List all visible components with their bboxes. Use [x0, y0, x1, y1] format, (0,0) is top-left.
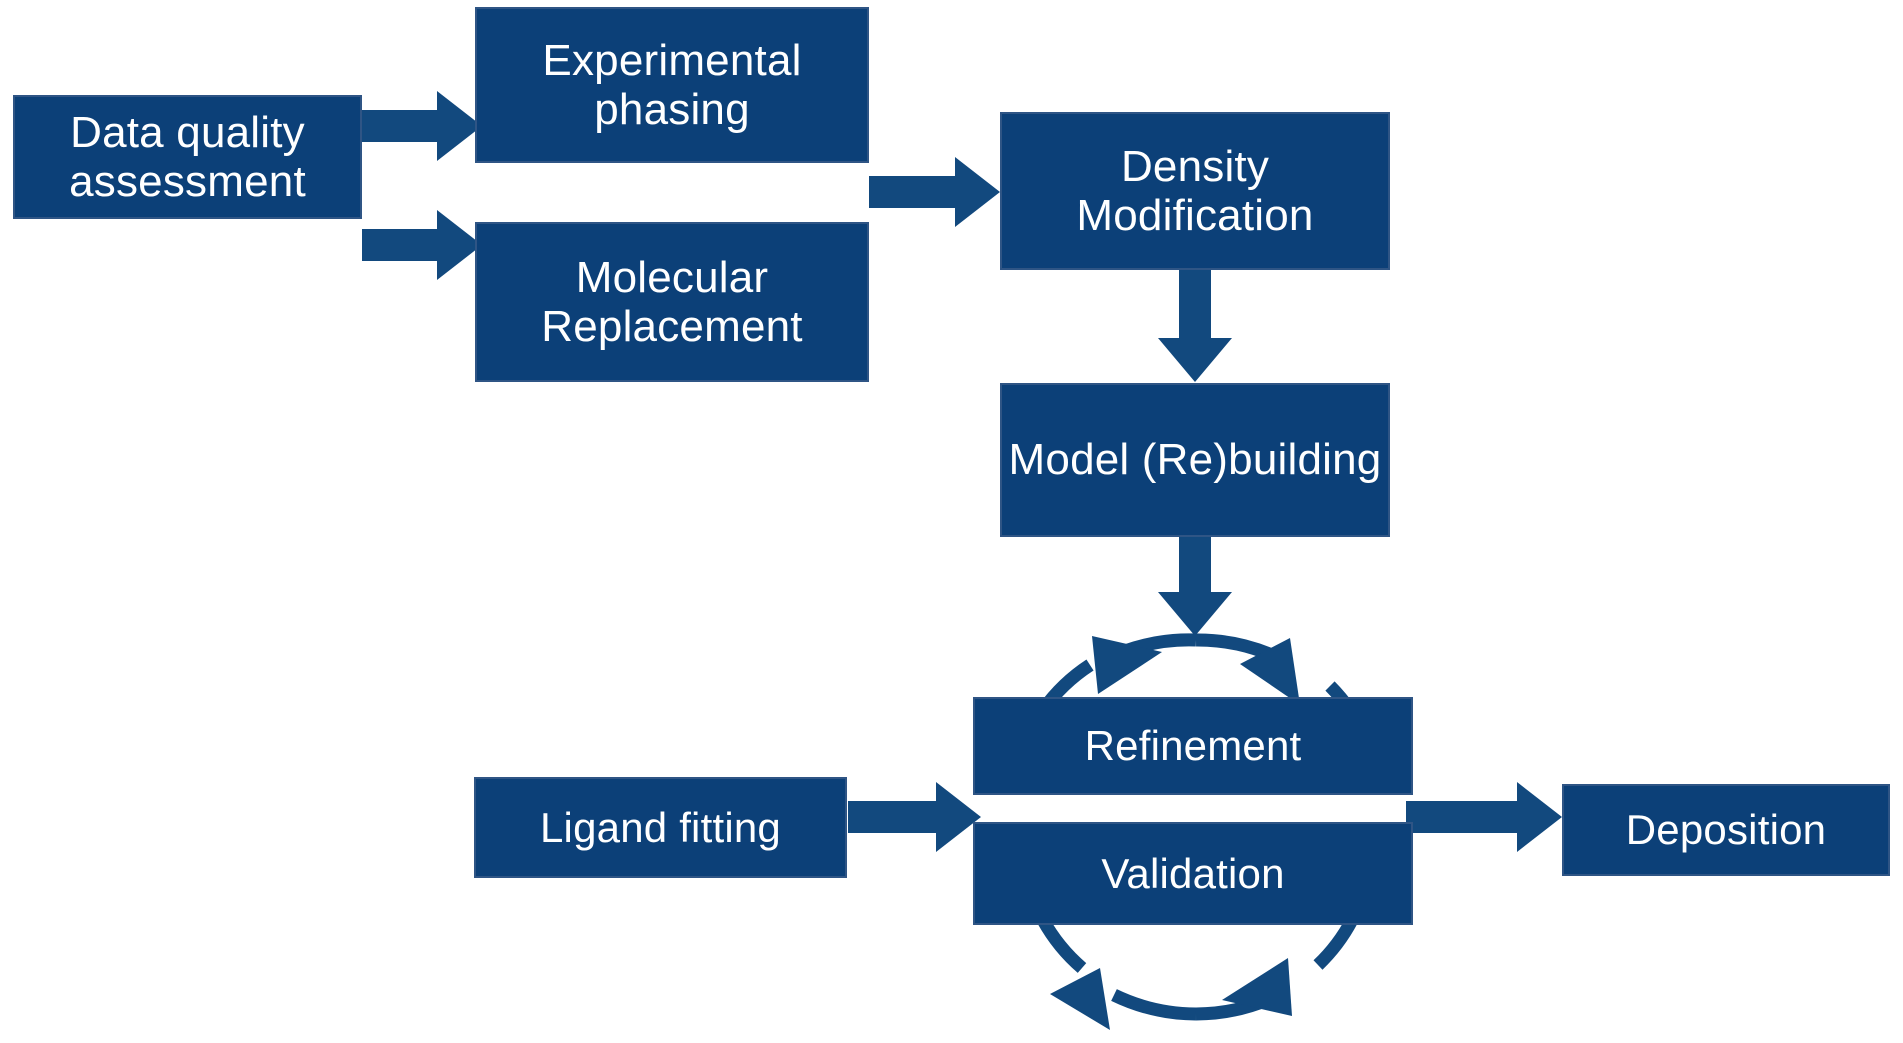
arrow-data-quality-to-molecular-replacement — [362, 210, 482, 280]
cycle-arrowhead-bottom-left — [1050, 968, 1110, 1030]
node-data-quality-assessment[interactable]: Data quality assessment — [13, 95, 362, 219]
arrow-data-quality-to-experimental-phasing — [362, 91, 482, 161]
node-label: Validation — [1101, 849, 1285, 897]
node-experimental-phasing[interactable]: Experimental phasing — [475, 7, 869, 163]
node-label: Refinement — [1084, 722, 1302, 770]
arrow-model-rebuilding-to-refinement — [1158, 537, 1232, 636]
cycle-arc-top-left-tail — [1122, 633, 1197, 658]
arrow-phasing-to-density-modification — [869, 157, 1000, 227]
cycle-arc-bottom-left-tail — [1111, 989, 1197, 1021]
node-model-rebuilding[interactable]: Model (Re)building — [1000, 383, 1390, 537]
node-label: Ligand fitting — [540, 803, 781, 851]
node-label: Experimental phasing — [542, 35, 802, 134]
cycle-arc-bottom-right — [1195, 986, 1288, 1021]
node-deposition[interactable]: Deposition — [1562, 784, 1890, 876]
node-validation[interactable]: Validation — [973, 822, 1413, 925]
cycle-arc-top-right — [1195, 633, 1294, 670]
node-density-modification[interactable]: Density Modification — [1000, 112, 1390, 270]
node-refinement[interactable]: Refinement — [973, 697, 1413, 795]
node-label: Deposition — [1625, 806, 1827, 854]
node-label: Model (Re)building — [1008, 435, 1382, 485]
node-label: Data quality assessment — [69, 107, 306, 206]
cycle-arc-bottom-left — [1037, 916, 1087, 973]
cycle-arrowhead-top-left — [1092, 636, 1162, 694]
node-ligand-fitting[interactable]: Ligand fitting — [474, 777, 847, 878]
node-label: Molecular Replacement — [541, 252, 803, 351]
node-label: Density Modification — [1076, 141, 1314, 240]
cycle-arrowhead-top-right — [1240, 638, 1300, 705]
cycle-arc-bottom-right-tail — [1313, 916, 1358, 970]
arrow-validation-to-deposition — [1406, 782, 1562, 852]
cycle-arrowhead-bottom-right — [1222, 958, 1292, 1016]
arrow-density-modification-to-model-rebuilding — [1158, 270, 1232, 382]
arrow-ligand-fitting-to-refinement — [848, 782, 981, 852]
node-molecular-replacement[interactable]: Molecular Replacement — [475, 222, 869, 382]
